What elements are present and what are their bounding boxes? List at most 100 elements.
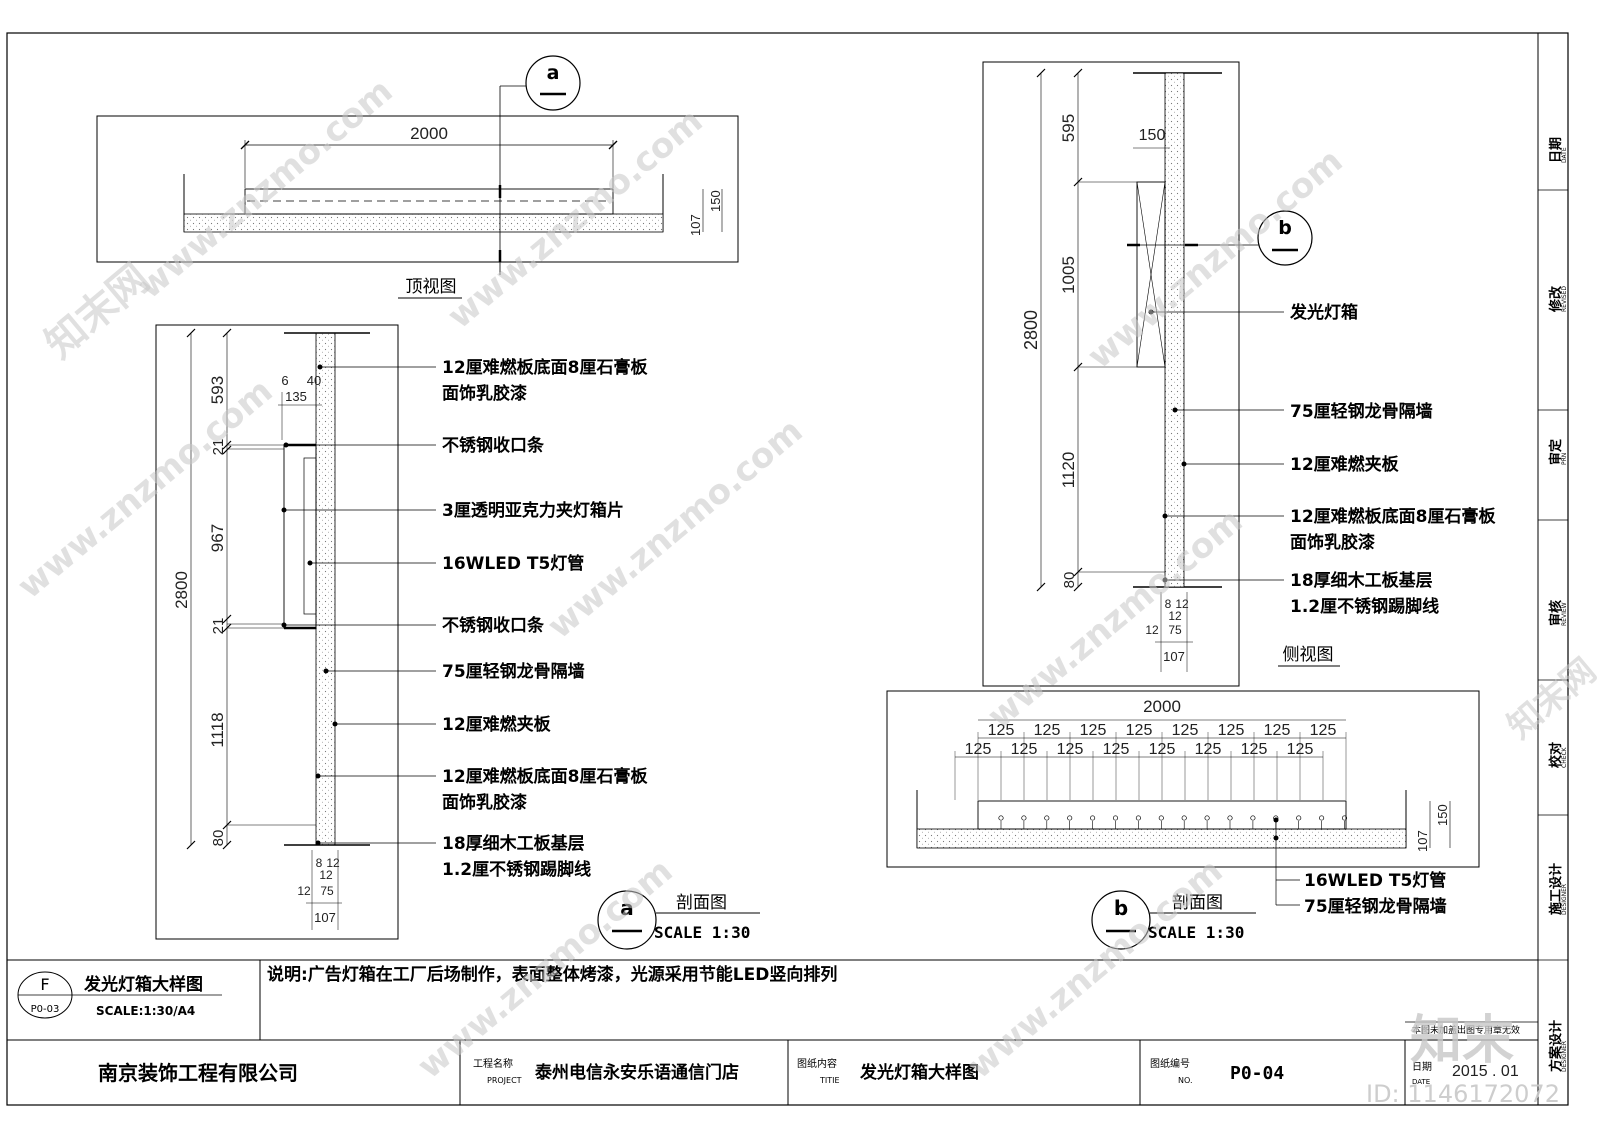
led-tube-mark — [1067, 815, 1073, 821]
section-b-label: b 剖面图 SCALE 1:30 — [1091, 890, 1256, 950]
content-label-cn: 图纸内容 — [797, 1057, 837, 1070]
side-bottom-dim-6: 107 — [1163, 649, 1185, 664]
section-b-dim-a: 107 — [1415, 830, 1430, 852]
led-tube-mark — [1135, 815, 1141, 821]
led-tube-mark — [1090, 815, 1096, 821]
spacing-row-lower-label: 125 — [1195, 741, 1222, 758]
spacing-row-upper-label: 125 — [988, 722, 1015, 739]
led-tube-mark — [1319, 815, 1325, 821]
section-a-view: 2800 593 21 967 21 1118 80 6 40 135 8 12… — [155, 324, 648, 940]
section-a-height-4: 21 — [210, 618, 227, 635]
side-field-5-en: CHECK — [1561, 746, 1568, 768]
drawing-label-scale: SCALE:1:30/A4 — [96, 1004, 195, 1018]
side-field-6-cn: 施工设计 — [1548, 863, 1564, 915]
watermark-site-4: www.znzmo.com — [540, 411, 810, 647]
project-label-en: PROJECT — [487, 1076, 522, 1085]
led-tube-mark — [1227, 815, 1233, 821]
content-label-en: TITIE — [819, 1076, 840, 1085]
section-a-callout-1-line-1: 12厘难燃板底面8厘石膏板 — [442, 357, 648, 378]
spacing-row-upper-label: 125 — [1218, 722, 1245, 739]
section-a-bottom-dim-5: 75 — [320, 884, 334, 898]
spacing-row-upper-label: 125 — [1264, 722, 1291, 739]
side-field-7-en: DESIGNER — [1561, 1041, 1568, 1072]
section-b-wall-hatch — [916, 828, 1407, 849]
led-tube-mark — [998, 815, 1004, 821]
design-note: 说明:广告灯箱在工厂后场制作，表面整体烤漆，光源采用节能LED竖向排列 — [267, 964, 837, 985]
top-view-title: 顶视图 — [406, 277, 457, 297]
side-height-3: 1120 — [1059, 452, 1078, 489]
section-marker-a: a — [525, 55, 581, 111]
side-field-7-cn: 方案设计 — [1548, 1020, 1564, 1072]
section-a-total-height: 2800 — [172, 571, 191, 609]
spacing-row-lower-label: 125 — [1057, 741, 1084, 758]
side-bottom-dim-2: 12 — [1175, 597, 1189, 611]
section-a-callout-7: 12厘难燃夹板 — [442, 714, 552, 735]
spacing-row-upper-label: 125 — [1034, 722, 1061, 739]
date-label-cn: 日期 — [1412, 1061, 1432, 1073]
section-a-height-3: 967 — [208, 524, 227, 552]
top-view: 2000 107 150 顶视图 — [96, 85, 739, 299]
section-a-callout-5: 不锈钢收口条 — [442, 615, 545, 636]
date-label-en: DATE — [1412, 1078, 1430, 1086]
section-a-height-6: 80 — [210, 830, 227, 847]
number-label-en: NO. — [1178, 1076, 1193, 1085]
section-b-led-tubes — [998, 815, 1348, 829]
watermark-site-8: www.znzmo.com — [960, 851, 1230, 1087]
section-b-callout-1: 16WLED T5灯管 — [1304, 870, 1446, 891]
drawing-number: P0-04 — [1230, 1063, 1284, 1084]
side-callout-4-line-2: 面饰乳胶漆 — [1290, 532, 1375, 553]
side-height-1: 595 — [1059, 114, 1078, 142]
spacing-row-lower-label: 125 — [1011, 741, 1038, 758]
side-callout-5-line-1: 18厚细木工板基层 — [1290, 570, 1433, 591]
section-a-top-dim-3: 135 — [285, 389, 307, 404]
led-tube-mark — [1341, 815, 1348, 821]
stamp-note: 本图未加盖出图专用章无效 — [1412, 1024, 1520, 1036]
watermark-id: ID: 1146172072 — [1366, 1080, 1560, 1108]
side-callout-3: 12厘难燃夹板 — [1290, 454, 1400, 475]
side-height-2: 1005 — [1059, 256, 1078, 294]
led-tube-mark — [1296, 815, 1302, 821]
marker-a-letter: a — [547, 62, 560, 84]
top-dim-b: 150 — [708, 190, 723, 212]
side-bottom-dim-5: 75 — [1168, 623, 1182, 637]
section-a-top-dim-1: 6 — [281, 373, 288, 388]
watermark-site-5: www.znzmo.com — [1080, 141, 1350, 377]
drawing-label-code: P0-03 — [31, 1004, 60, 1015]
section-a-height-1: 593 — [208, 376, 227, 404]
section-b-label-letter: b — [1114, 896, 1128, 920]
section-a-callout-6: 75厘轻钢龙骨隔墙 — [442, 661, 585, 682]
side-field-4-cn: 审核 — [1548, 600, 1564, 626]
section-a-label-title: 剖面图 — [676, 893, 727, 913]
spacing-row-upper-label: 125 — [1080, 722, 1107, 739]
led-tube-mark — [1181, 815, 1187, 821]
spacing-row-lower-label: 125 — [1287, 741, 1314, 758]
side-bottom-dim-3: 12 — [1168, 609, 1182, 623]
section-b-label-scale: SCALE 1:30 — [1148, 923, 1244, 942]
side-field-3-cn: 审定 — [1548, 439, 1564, 465]
section-a-callout-4: 16WLED T5灯管 — [442, 553, 584, 574]
section-a-label-letter: a — [620, 896, 634, 920]
side-field-5-cn: 校对 — [1548, 742, 1564, 768]
side-total-height: 2800 — [1021, 310, 1041, 350]
side-field-1-en: DATE — [1561, 147, 1568, 163]
side-field-1-cn: 日期 — [1549, 137, 1564, 163]
watermark-brand-2: 知末网 — [1500, 651, 1600, 747]
section-a-callout-9-line-2: 1.2厘不锈钢踢脚线 — [442, 859, 591, 880]
side-callout-4-line-1: 12厘难燃板底面8厘石膏板 — [1290, 506, 1496, 527]
side-field-2-en: REVISED — [1561, 286, 1568, 312]
section-b-label-title: 剖面图 — [1172, 893, 1223, 913]
led-tube-mark — [1250, 815, 1256, 821]
section-a-callout-3: 3厘透明亚克力夹灯箱片 — [442, 500, 624, 521]
title-block: 南京装饰工程有限公司 工程名称 PROJECT 泰州电信永安乐语通信门店 图纸内… — [7, 1021, 1538, 1105]
section-a-height-5: 1118 — [208, 712, 227, 747]
side-field-2-cn: 修改 — [1548, 285, 1564, 313]
side-callout-5-line-2: 1.2厘不锈钢踢脚线 — [1290, 596, 1439, 617]
project-label-cn: 工程名称 — [473, 1057, 513, 1070]
marker-b-letter: b — [1278, 217, 1292, 239]
side-view: 2800 595 1005 1120 80 150 8 12 12 12 75 … — [982, 61, 1496, 687]
section-b-width-dim: 2000 — [1143, 697, 1181, 716]
side-bottom-dim-1: 8 — [1165, 597, 1172, 611]
